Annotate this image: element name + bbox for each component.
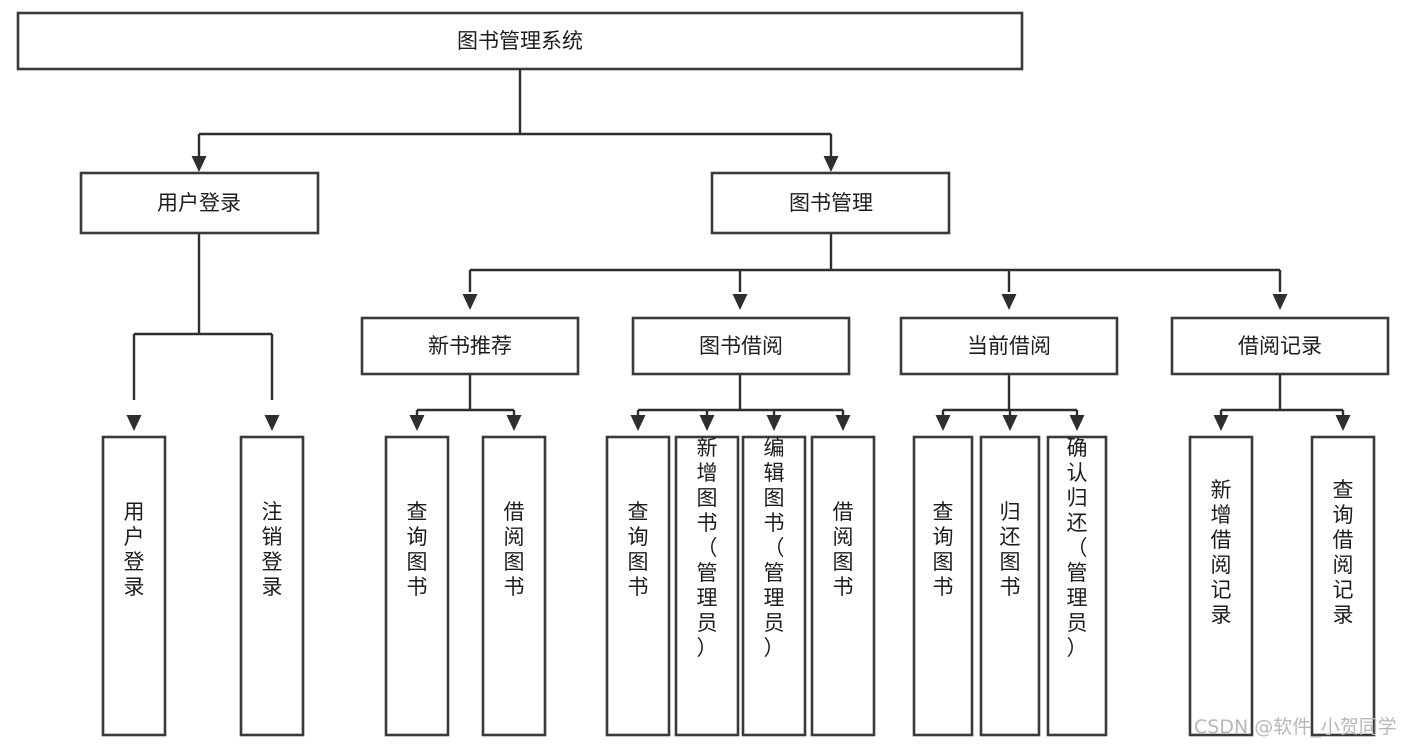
arrow-icon bbox=[1002, 415, 1018, 431]
leaf-add-record-label: 新增借阅记录 bbox=[1211, 478, 1232, 627]
leaf-query-record-box bbox=[1310, 435, 1376, 737]
leaf-node[interactable]: 用户登录 bbox=[101, 435, 167, 737]
node-root-label: 图书管理系统 bbox=[457, 29, 583, 53]
node-user-login-box bbox=[79, 171, 320, 235]
arrow-icon bbox=[823, 156, 839, 172]
leaf-node[interactable]: 借阅图书 bbox=[481, 435, 547, 737]
leaf-query-book-3-label: 查询图书 bbox=[933, 500, 954, 599]
leaf-node[interactable]: 借阅图书 bbox=[810, 435, 876, 737]
leaf-edit-book-box bbox=[741, 435, 807, 737]
leaf-return-book-label: 归还图书 bbox=[1000, 500, 1021, 599]
leaf-user-login-box bbox=[101, 435, 167, 737]
arrow-icon bbox=[766, 415, 782, 431]
arrow-icon bbox=[699, 415, 715, 431]
leaf-confirm-return-label: 确认归还（管理员） bbox=[1067, 436, 1088, 660]
node-borrow-record[interactable]: 借阅记录 bbox=[1170, 316, 1390, 376]
leaf-node[interactable]: 编辑图书（管理员） bbox=[741, 435, 807, 737]
leaf-query-record-label: 查询借阅记录 bbox=[1333, 478, 1354, 627]
leaf-confirm-return-box bbox=[1046, 435, 1108, 737]
connector-currentborrow-to-leaves bbox=[935, 374, 1085, 431]
leaf-add-record-box bbox=[1188, 435, 1254, 737]
leaf-return-book-box bbox=[979, 435, 1041, 737]
arrow-icon bbox=[1272, 294, 1288, 310]
arrow-icon bbox=[1213, 415, 1229, 431]
leaf-node[interactable]: 查询图书 bbox=[384, 435, 450, 737]
arrow-icon bbox=[1001, 294, 1017, 310]
node-root-box bbox=[16, 11, 1024, 71]
leaf-query-book-1-box bbox=[384, 435, 450, 737]
arrow-icon bbox=[506, 415, 522, 431]
node-book-borrow-label: 图书借阅 bbox=[699, 334, 783, 358]
leaf-node[interactable]: 归还图书 bbox=[979, 435, 1041, 737]
arrow-icon bbox=[1069, 415, 1085, 431]
arrow-icon bbox=[1335, 415, 1351, 431]
arrow-icon bbox=[191, 156, 207, 172]
leaf-edit-book-label: 编辑图书（管理员） bbox=[764, 436, 785, 660]
arrow-icon bbox=[264, 415, 280, 431]
connector-bookmgmt-to-level3 bbox=[462, 233, 1288, 310]
connector-borrowrecord-to-leaves bbox=[1213, 374, 1351, 431]
node-current-borrow-box bbox=[899, 316, 1119, 376]
node-book-borrow-box bbox=[631, 316, 851, 376]
arrow-icon bbox=[732, 294, 748, 310]
node-borrow-record-box bbox=[1170, 316, 1390, 376]
arrow-icon bbox=[409, 415, 425, 431]
leaf-borrow-book-2-box bbox=[810, 435, 876, 737]
leaf-node[interactable]: 查询图书 bbox=[605, 435, 671, 737]
leaf-node[interactable]: 新增图书（管理员） bbox=[674, 435, 740, 737]
leaf-node[interactable]: 查询借阅记录 bbox=[1310, 435, 1376, 737]
leaf-add-book-box bbox=[674, 435, 740, 737]
arrow-icon bbox=[835, 415, 851, 431]
node-borrow-record-label: 借阅记录 bbox=[1238, 334, 1322, 358]
connector-root-to-level2 bbox=[191, 69, 839, 172]
node-new-book-recommend-box bbox=[360, 316, 580, 376]
leaf-logout-box bbox=[239, 435, 305, 737]
leaf-query-book-2-label: 查询图书 bbox=[628, 500, 649, 599]
leaf-add-book-label: 新增图书（管理员） bbox=[697, 436, 718, 660]
arrow-icon bbox=[935, 415, 951, 431]
node-root-system[interactable]: 图书管理系统 bbox=[16, 11, 1024, 71]
leaf-query-book-1-label: 查询图书 bbox=[407, 500, 428, 599]
node-book-management-label: 图书管理 bbox=[789, 191, 873, 215]
arrow-icon bbox=[462, 294, 478, 310]
node-user-login-label: 用户登录 bbox=[157, 191, 241, 215]
node-new-book-recommend[interactable]: 新书推荐 bbox=[360, 316, 580, 376]
leaf-node[interactable]: 新增借阅记录 bbox=[1188, 435, 1254, 737]
node-new-book-recommend-label: 新书推荐 bbox=[428, 334, 512, 358]
leaf-user-login-label: 用户登录 bbox=[124, 500, 145, 599]
leaf-query-book-3-box bbox=[912, 435, 974, 737]
leaf-borrow-book-1-box bbox=[481, 435, 547, 737]
leaf-node[interactable]: 注销登录 bbox=[239, 435, 305, 737]
leaf-query-book-2-box bbox=[605, 435, 671, 737]
watermark-label: CSDN @软件_小贺同学 bbox=[1194, 716, 1397, 738]
node-user-login[interactable]: 用户登录 bbox=[79, 171, 320, 235]
connector-userlogin-to-leaves bbox=[126, 233, 280, 431]
node-book-management[interactable]: 图书管理 bbox=[710, 171, 951, 235]
leaf-borrow-book-1-label: 借阅图书 bbox=[504, 500, 525, 599]
arrow-icon bbox=[630, 415, 646, 431]
node-current-borrow[interactable]: 当前借阅 bbox=[899, 316, 1119, 376]
leaf-node[interactable]: 确认归还（管理员） bbox=[1046, 435, 1108, 737]
leaf-logout-label: 注销登录 bbox=[262, 500, 283, 599]
node-book-borrow[interactable]: 图书借阅 bbox=[631, 316, 851, 376]
leaf-borrow-book-2-label: 借阅图书 bbox=[833, 500, 854, 599]
connector-newbook-to-leaves bbox=[409, 374, 522, 431]
node-current-borrow-label: 当前借阅 bbox=[967, 334, 1051, 358]
arrow-icon bbox=[126, 415, 142, 431]
connector-bookborrow-to-leaves bbox=[630, 374, 851, 431]
leaf-node[interactable]: 查询图书 bbox=[912, 435, 974, 737]
node-book-management-box bbox=[710, 171, 951, 235]
